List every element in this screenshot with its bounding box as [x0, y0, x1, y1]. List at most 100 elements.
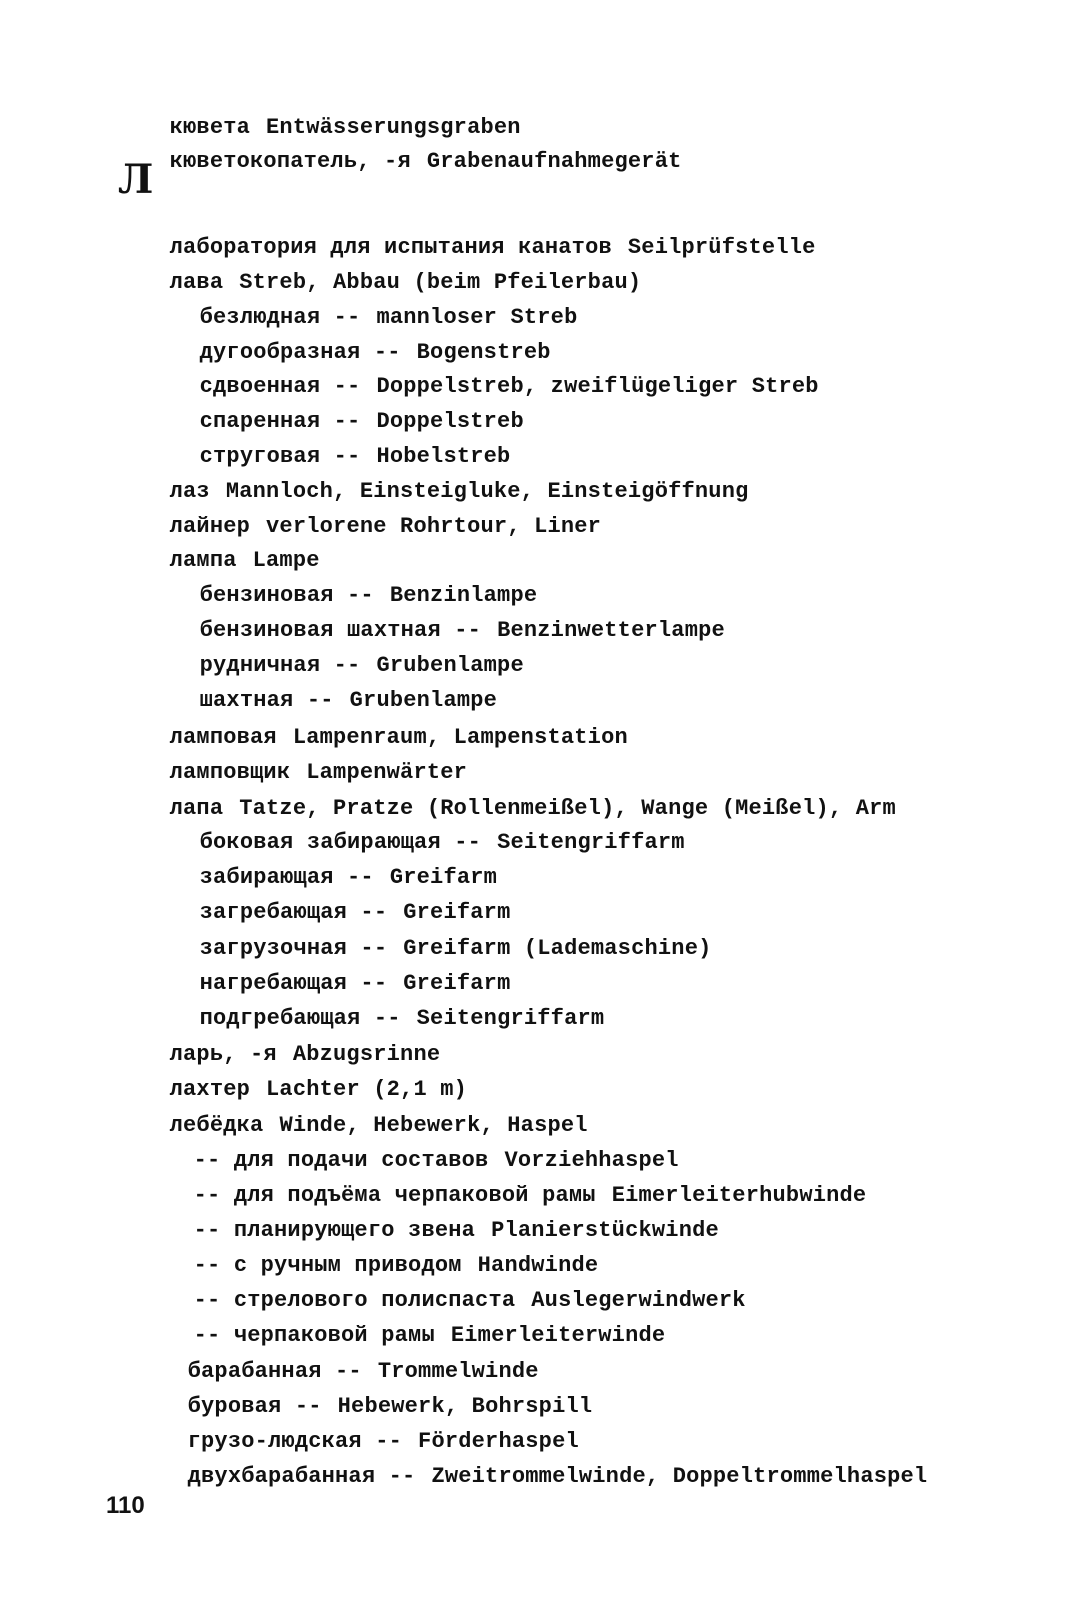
dictionary-subentry-bokovaya-zabirayushchaya: боковая забирающая -- Seitengriffarm: [146, 810, 685, 876]
entry-translation: Zweitrommelwinde, Doppeltrommelhaspel: [431, 1464, 928, 1489]
entry-translation: Abzugsrinne: [292, 1042, 441, 1067]
entry-term: лайнер: [169, 514, 251, 539]
entry-translation: Planierstückwinde: [491, 1218, 719, 1243]
entry-translation: Winde, Hebewerk, Haspel: [279, 1113, 588, 1138]
entry-term: подгребающая --: [199, 1006, 401, 1031]
dictionary-subentry-zabirayushchaya: забирающая --Greifarm: [146, 845, 497, 911]
entry-term: лава: [169, 270, 224, 295]
entry-translation: Greifarm: [389, 865, 498, 890]
entry-term: -- стрелового полиспаста: [193, 1288, 516, 1313]
entry-term: струговая --: [199, 444, 361, 469]
dictionary-subentry-strelovogo: -- стрелового полиспаста Auslegerwindwerk: [140, 1268, 746, 1334]
dictionary-subentry-sdvoennaya: сдвоенная --Doppelstreb, zweiflügeliger …: [146, 354, 819, 420]
entry-translation: Grubenlampe: [349, 688, 498, 713]
entry-translation: mannloser Streb: [376, 305, 578, 330]
entry-term: сдвоенная --: [199, 374, 361, 399]
dictionary-subentry-rudnichnaya: рудничная -- Grubenlampe: [146, 633, 524, 699]
dictionary-entry-layner: лайнер verlorene Rohrtour, Liner: [116, 494, 601, 560]
page-number: 110: [106, 1492, 145, 1519]
entry-translation: Seitengriffarm: [416, 1006, 605, 1031]
dictionary-subentry-benzinovaya: бензиновая -- Benzinlampe: [146, 563, 537, 629]
section-letter: Л: [118, 156, 154, 203]
entry-translation: Greifarm: [403, 971, 511, 996]
dictionary-subentry-nagrebayushchaya: нагребающая -- Greifarm: [146, 951, 511, 1017]
dictionary-entry-lampovshchik: ламповщик Lampenwärter: [116, 740, 467, 806]
dictionary-entry-lampa: лампа Lampe: [116, 528, 320, 594]
entry-term: -- черпаковой рамы: [193, 1323, 435, 1348]
entry-translation: Handwinde: [477, 1253, 599, 1278]
dictionary-entry-kyuvetokopatel: кюветокопатель, -я Grabenaufnahmegerät: [116, 129, 682, 195]
entry-translation: Benzinwetterlampe: [497, 618, 725, 643]
dictionary-entry-kyuveta: кювета Entwässerungsgraben: [116, 95, 521, 161]
entry-term: -- для подачи составов: [193, 1148, 489, 1173]
entry-translation: Tatze, Pratze (Rollenmeißel), Wange (Mei…: [239, 796, 896, 821]
entry-translation: Grubenlampe: [376, 653, 524, 678]
entry-translation: Lampe: [252, 548, 320, 573]
dictionary-subentry-sparennaya: спаренная --Doppelstreb: [146, 389, 524, 455]
entry-term: шахтная --: [199, 688, 334, 713]
entry-translation: Greifarm: [403, 900, 511, 925]
entry-term: барабанная --: [187, 1359, 362, 1384]
entry-term: ламповщик: [169, 760, 291, 785]
entry-translation: Vorziehhaspel: [504, 1148, 679, 1173]
dictionary-entry-lampovaya: ламповая Lampenraum, Lampenstation: [116, 705, 628, 771]
entry-term: лебёдка: [169, 1113, 264, 1138]
entry-term: -- планирующего звена: [193, 1218, 476, 1243]
entry-term: -- с ручным приводом: [193, 1253, 462, 1278]
entry-term: бензиновая --: [199, 583, 374, 608]
dictionary-subentry-strugovaya: струговая -- Hobelstreb: [146, 424, 511, 490]
entry-term: кюветокопатель, -я: [169, 149, 411, 174]
dictionary-subentry-dlya-podachi: -- для подачи составов Vorziehhaspel: [140, 1128, 679, 1194]
entry-translation: Förderhaspel: [418, 1429, 579, 1454]
entry-translation: Seitengriffarm: [497, 830, 685, 855]
entry-term: ламповая: [169, 725, 277, 750]
dictionary-subentry-benzinovaya-shakhtnaya: бензиновая шахтная -- Benzinwetterlampe: [146, 598, 725, 664]
entry-translation: Benzinlampe: [389, 583, 538, 608]
dictionary-entry-laz: лаз Mannloch, Einsteigluke, Einsteigöffnu…: [116, 459, 749, 525]
entry-term: лаз: [169, 479, 210, 504]
entry-translation: Lampenraum, Lampenstation: [292, 725, 628, 750]
entry-term: загребающая --: [199, 900, 388, 925]
entry-translation: Hobelstreb: [376, 444, 511, 469]
entry-translation: Entwässerungsgraben: [266, 115, 521, 140]
entry-translation: verlorene Rohrtour, Liner: [266, 514, 602, 539]
entry-term: боковая забирающая --: [199, 830, 482, 855]
entry-term: грузо-людская --: [187, 1429, 403, 1454]
entry-translation: Hebewerk, Bohrspill: [337, 1394, 593, 1419]
entry-translation: Eimerleiterwinde: [450, 1323, 666, 1348]
entry-term: дугообразная --: [199, 340, 401, 365]
entry-translation: Trommelwinde: [377, 1359, 539, 1384]
dictionary-entry-lava: лава Streb, Abbau (beim Pfeilerbau): [116, 250, 641, 316]
entry-translation: Mannloch, Einsteigluke, Einsteigöffnung: [225, 479, 749, 504]
entry-term: ларь, -я: [169, 1042, 277, 1067]
dictionary-subentry-burovaya: буровая --Hebewerk, Bohrspill: [134, 1374, 592, 1440]
entry-term: рудничная --: [199, 653, 361, 678]
entry-term: бензиновая шахтная --: [199, 618, 482, 643]
entry-term: лампа: [169, 548, 237, 573]
entry-translation: Streb, Abbau (beim Pfeilerbau): [239, 270, 642, 295]
entry-translation: Lampenwärter: [306, 760, 468, 785]
dictionary-subentry-bezlyudnaya: безлюдная -- mannloser Streb: [146, 285, 578, 351]
entry-term: загрузочная --: [199, 936, 388, 961]
entry-term: спаренная --: [199, 409, 361, 434]
dictionary-subentry-zagruzochnaya: загрузочная --Greifarm (Lademaschine): [146, 916, 712, 982]
entry-translation: Grabenaufnahmegerät: [426, 149, 682, 174]
entry-translation: Bogenstreb: [416, 340, 551, 365]
dictionary-subentry-gruzo-lyudskaya: грузо-людская -- Förderhaspel: [134, 1409, 579, 1475]
dictionary-subentry-zagrebayushchaya: загребающая -- Greifarm: [146, 880, 511, 946]
dictionary-subentry-cherpakovoy: -- черпаковой рамы Eimerleiterwinde: [140, 1303, 665, 1369]
dictionary-subentry-shakhtnaya: шахтная -- Grubenlampe: [146, 668, 497, 734]
dictionary-subentry-planiruyushchego: -- планирующего звена Planierstückwinde: [140, 1198, 719, 1264]
entry-term: безлюдная --: [199, 305, 361, 330]
dictionary-subentry-s-ruchnym: -- с ручным приводом Handwinde: [140, 1233, 598, 1299]
entry-translation: Auslegerwindwerk: [531, 1288, 746, 1313]
entry-term: кювета: [169, 115, 251, 140]
entry-term: нагребающая --: [199, 971, 388, 996]
dictionary-subentry-dvukhbarabannaya: двухбарабанная --Zweitrommelwinde, Doppe…: [134, 1444, 928, 1510]
dictionary-subentry-podgrebayushchaya: подгребающая -- Seitengriffarm: [146, 986, 604, 1052]
